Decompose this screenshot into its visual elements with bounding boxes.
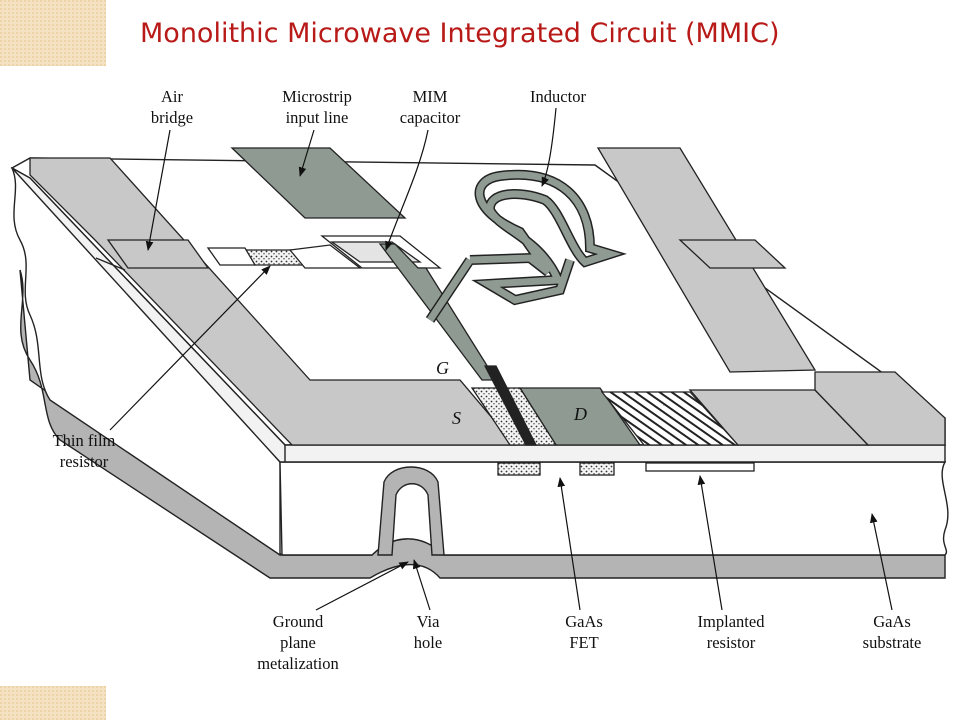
leader-arrows [109,107,893,611]
fet-implant-left [497,462,541,476]
mmic-diagram: G S D Air bridge Microstrip input line M… [10,87,949,673]
microstrip-input-line [230,147,407,219]
label-thin-film-1: Thin film [53,431,116,450]
label-substrate-1: GaAs [873,612,911,631]
corner-decoration-bottom [0,686,106,720]
air-bridge [106,239,210,269]
label-inductor: Inductor [530,87,586,106]
label-fet-1: GaAs [565,612,603,631]
label-implanted-1: Implanted [698,612,766,631]
callout-labels: Air bridge Microstrip input line MIM cap… [53,87,922,673]
source-terminal-label: S [452,408,461,428]
via-hole [377,466,445,556]
label-via-2: hole [414,633,442,652]
gate-terminal-label: G [436,358,449,378]
label-implanted-2: resistor [707,633,756,652]
fet-implant-right [579,462,615,476]
implanted-resistor-body [645,462,755,472]
label-substrate-2: substrate [863,633,922,652]
label-mim-2: capacitor [400,108,461,127]
corner-decoration-top [0,0,106,66]
label-air-bridge-1: Air [161,87,184,106]
label-via-1: Via [417,612,441,631]
substrate-left-face [10,167,281,557]
label-ground-3: metalization [257,654,339,673]
label-fet-2: FET [569,633,598,652]
label-mim-1: MIM [413,87,448,106]
label-air-bridge-2: bridge [151,108,193,127]
slide-title: Monolithic Microwave Integrated Circuit … [140,18,780,49]
label-thin-film-2: resistor [60,452,109,471]
label-ground-2: plane [280,633,316,652]
label-microstrip-2: input line [286,108,349,127]
label-ground-1: Ground [273,612,324,631]
label-microstrip-1: Microstrip [282,87,352,106]
drain-terminal-label: D [573,404,587,424]
